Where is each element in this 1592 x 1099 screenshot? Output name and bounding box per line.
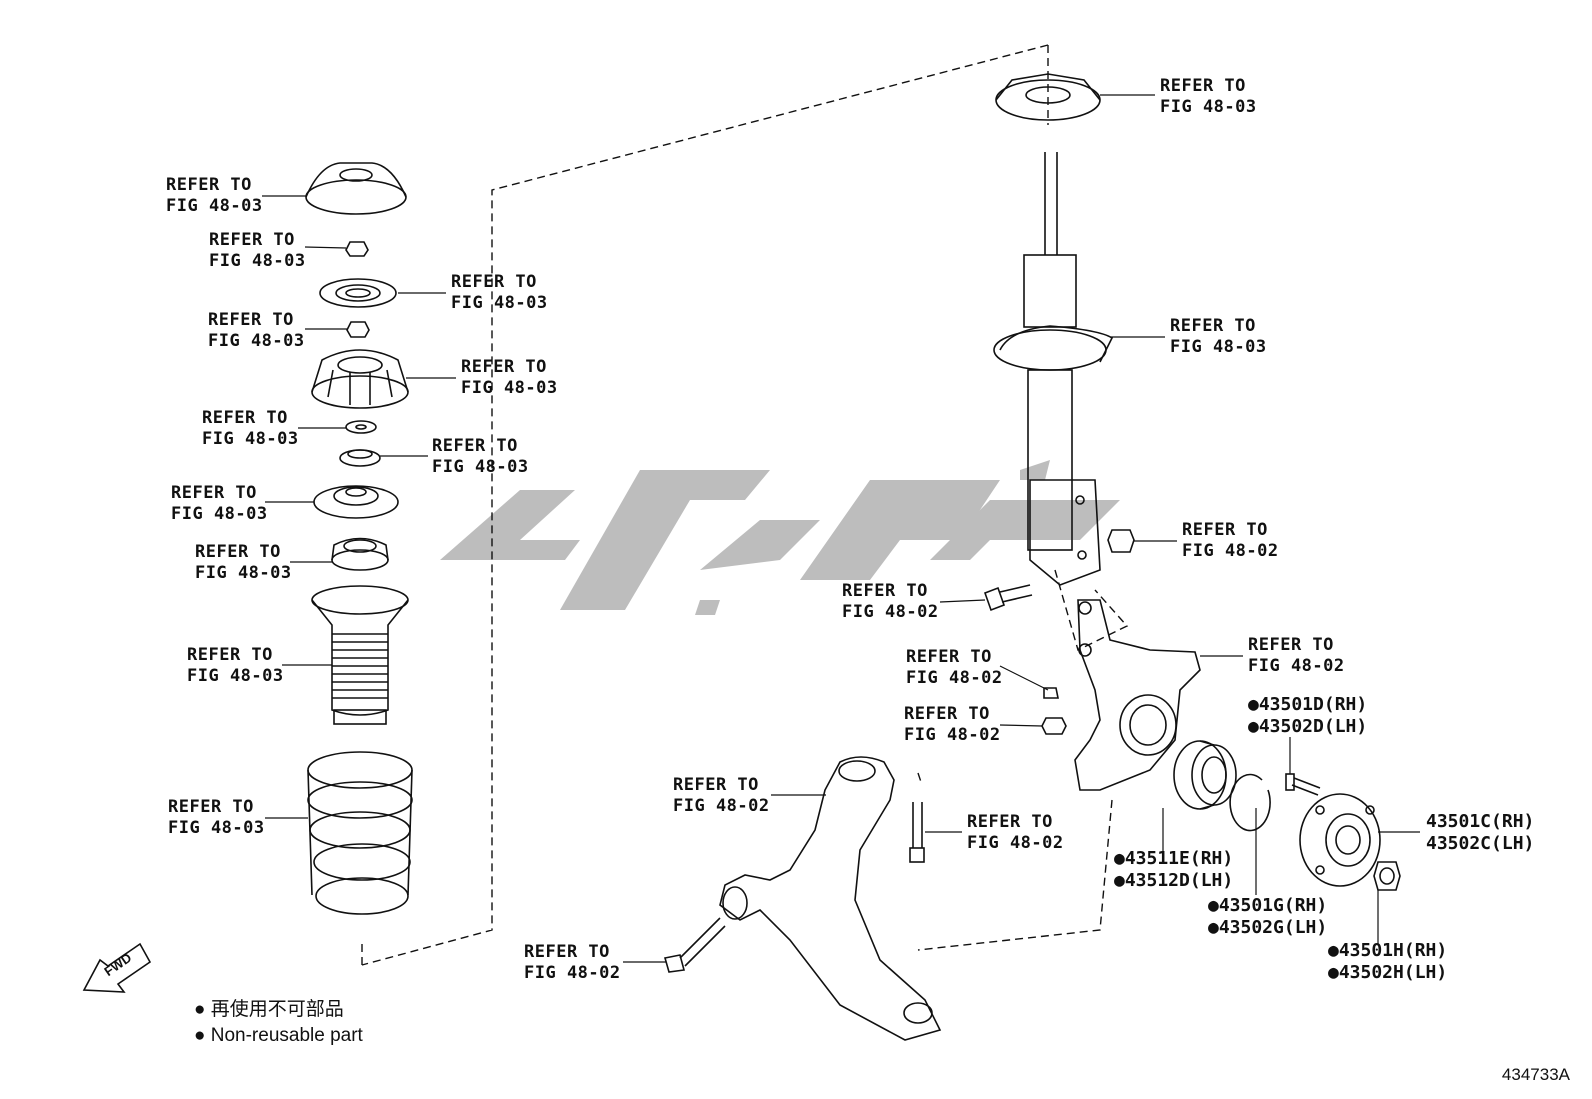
legend-en: ● Non-reusable part <box>194 1025 363 1046</box>
part-number-snap-ring[interactable]: ●43501G(RH)●43502G(LH) <box>1208 895 1328 938</box>
coil-spring <box>307 751 413 915</box>
assembly-dashed-outline <box>361 44 1129 966</box>
washer-1 <box>345 420 377 434</box>
part-number-hub-bearing[interactable]: ●43511E(RH)●43512D(LH) <box>1114 848 1234 891</box>
figure-number: 434733A <box>1501 1065 1570 1084</box>
axle-hub <box>1299 793 1381 887</box>
part-number-axle-hub[interactable]: 43501C(RH)43502C(LH) <box>1426 811 1535 854</box>
upper-spring-seat <box>313 485 399 519</box>
strut-bolt <box>983 584 1033 612</box>
fwd-arrow-icon <box>82 942 152 993</box>
upper-support <box>995 73 1101 121</box>
nut-1 <box>345 241 369 257</box>
knuckle-bolt-small <box>1043 687 1059 699</box>
watermark-logo <box>440 460 1120 615</box>
snap-ring <box>1229 773 1271 832</box>
shock-absorber <box>993 152 1114 586</box>
part-number-hub-nut[interactable]: ●43501H(RH)●43502H(LH) <box>1328 940 1448 983</box>
hub-bolt <box>1285 773 1321 796</box>
knuckle-nut <box>1041 717 1067 735</box>
part-number-hub-bolt[interactable]: ●43501D(RH)●43502D(LH) <box>1248 694 1368 737</box>
strut-nut <box>1107 529 1135 553</box>
hub-nut <box>1373 861 1401 891</box>
leader-lines <box>262 94 1420 963</box>
steering-knuckle <box>1074 599 1201 791</box>
nut-2 <box>346 321 370 338</box>
lower-arm-bolt-front <box>663 917 726 973</box>
lower-arm-bolt-vertical <box>909 802 925 863</box>
bearing-plate <box>319 278 397 308</box>
spring-insulator <box>331 537 389 571</box>
dust-boot <box>311 585 409 725</box>
legend-jp: ● 再使用不可部品 <box>194 999 344 1020</box>
hub-bearing <box>1173 740 1237 810</box>
upper-mount-cover <box>305 162 407 215</box>
legend: ● 再使用不可部品 ● Non-reusable part <box>194 997 363 1049</box>
lower-control-arm <box>719 756 942 1041</box>
strut-mount <box>311 349 409 409</box>
washer-2 <box>339 449 381 467</box>
